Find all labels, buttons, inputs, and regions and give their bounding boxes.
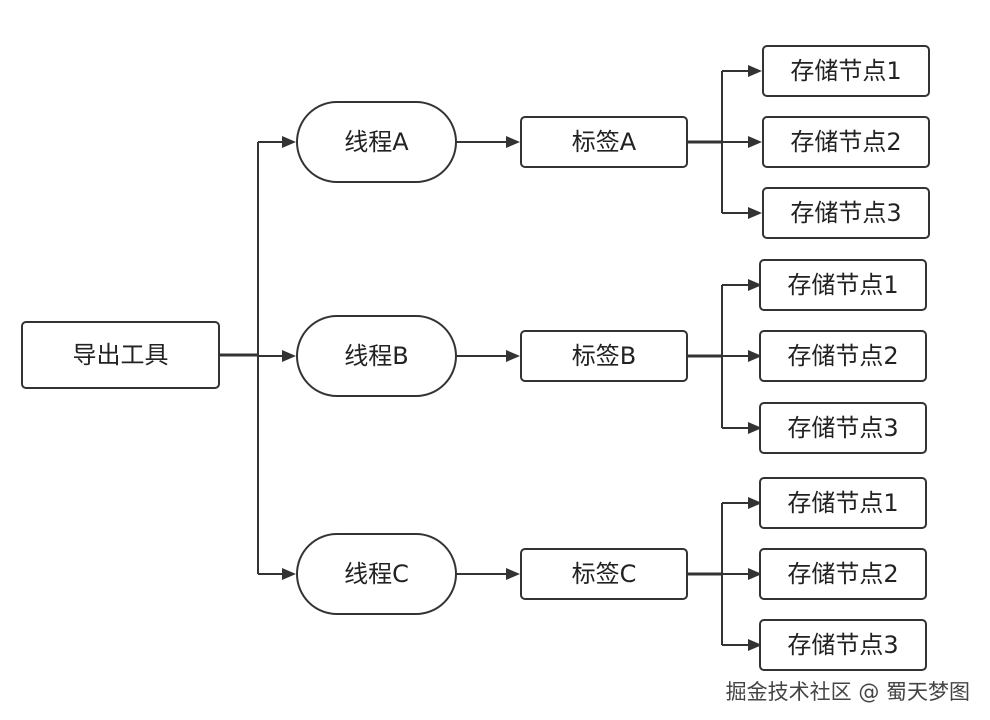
arrow-to-store-a-3 bbox=[748, 207, 762, 219]
arrow-to-store-b-1 bbox=[748, 279, 762, 291]
nodes-layer: 导出工具 线程A 标签A 存储节点1 存储节点2 存储节点3 线程B 标签B 存储节点1 存储节点… bbox=[21, 45, 930, 671]
store-b-1-node-label: 存储节点1 bbox=[787, 271, 898, 299]
store-c-2-node-shape bbox=[759, 548, 927, 600]
arrow-to-thread-a bbox=[282, 136, 296, 148]
store-b-3-node-shape bbox=[759, 402, 927, 454]
store-c-2-node-label: 存储节点2 bbox=[787, 560, 898, 588]
store-c-3-node-label: 存储节点3 bbox=[787, 631, 898, 659]
tag-b-node: 标签B bbox=[520, 330, 688, 382]
store-a-2-node-shape bbox=[762, 116, 930, 168]
arrow-to-store-b-2 bbox=[748, 350, 762, 362]
store-a-3-node-label: 存储节点3 bbox=[790, 199, 901, 227]
thread-a-node: 线程A bbox=[296, 101, 457, 183]
store-c-1-node-label: 存储节点1 bbox=[787, 489, 898, 517]
tag-c-node-shape bbox=[520, 548, 688, 600]
thread-a-node-label: 线程A bbox=[344, 128, 409, 156]
watermark-text: 掘金技术社区 @ 蜀天梦图 bbox=[725, 680, 970, 704]
tag-a-node: 标签A bbox=[520, 116, 688, 168]
arrow-to-store-c-2 bbox=[748, 568, 762, 580]
arrow-to-store-a-1 bbox=[748, 65, 762, 77]
arrow-to-tag-b bbox=[506, 350, 520, 362]
store-c-3-node: 存储节点3 bbox=[759, 619, 927, 671]
store-a-2-node: 存储节点2 bbox=[762, 116, 930, 168]
thread-a-node-shape bbox=[296, 101, 457, 183]
tag-c-node-label: 标签C bbox=[572, 560, 637, 588]
tag-a-node-label: 标签A bbox=[572, 128, 637, 156]
arrow-to-thread-c bbox=[282, 568, 296, 580]
root-node-shape bbox=[21, 321, 220, 389]
arrow-to-store-b-3 bbox=[748, 422, 762, 434]
tag-a-node-shape bbox=[520, 116, 688, 168]
store-a-3-node: 存储节点3 bbox=[762, 187, 930, 239]
arrow-to-tag-c bbox=[506, 568, 520, 580]
store-b-1-node: 存储节点1 bbox=[759, 259, 927, 311]
arrow-to-thread-b bbox=[282, 350, 296, 362]
store-a-1-node: 存储节点1 bbox=[762, 45, 930, 97]
thread-c-node-shape bbox=[296, 533, 457, 615]
tag-b-node-shape bbox=[520, 330, 688, 382]
store-c-1-node: 存储节点1 bbox=[759, 477, 927, 529]
store-a-3-node-shape bbox=[762, 187, 930, 239]
store-b-1-node-shape bbox=[759, 259, 927, 311]
tag-b-node-label: 标签B bbox=[572, 342, 636, 370]
store-b-2-node-label: 存储节点2 bbox=[787, 342, 898, 370]
arrow-to-tag-a bbox=[506, 136, 520, 148]
store-b-3-node: 存储节点3 bbox=[759, 402, 927, 454]
arrow-to-store-a-2 bbox=[748, 136, 762, 148]
thread-b-node-label: 线程B bbox=[344, 342, 408, 370]
store-b-2-node: 存储节点2 bbox=[759, 330, 927, 382]
thread-c-node-label: 线程C bbox=[344, 560, 409, 588]
store-a-2-node-label: 存储节点2 bbox=[790, 128, 901, 156]
store-b-3-node-label: 存储节点3 bbox=[787, 414, 898, 442]
thread-c-node: 线程C bbox=[296, 533, 457, 615]
edges-layer bbox=[219, 65, 762, 651]
thread-b-node: 线程B bbox=[296, 315, 457, 397]
thread-b-node-shape bbox=[296, 315, 457, 397]
store-b-2-node-shape bbox=[759, 330, 927, 382]
arrow-to-store-c-1 bbox=[748, 497, 762, 509]
store-c-3-node-shape bbox=[759, 619, 927, 671]
store-c-2-node: 存储节点2 bbox=[759, 548, 927, 600]
store-a-1-node-label: 存储节点1 bbox=[790, 57, 901, 85]
store-a-1-node-shape bbox=[762, 45, 930, 97]
arrow-to-store-c-3 bbox=[748, 639, 762, 651]
root-node-label: 导出工具 bbox=[73, 341, 169, 369]
tag-c-node: 标签C bbox=[520, 548, 688, 600]
root-node: 导出工具 bbox=[21, 321, 220, 389]
store-c-1-node-shape bbox=[759, 477, 927, 529]
